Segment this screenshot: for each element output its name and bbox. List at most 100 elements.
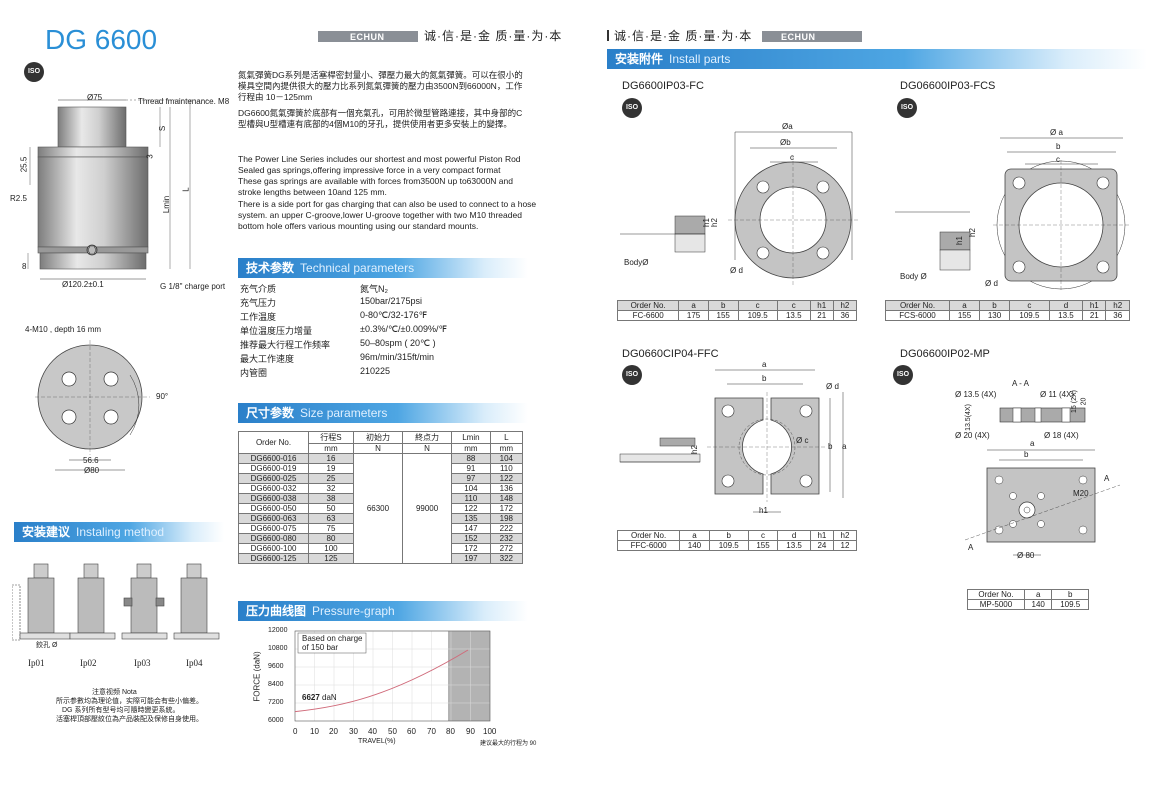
order-no: DG6600-100 xyxy=(238,543,309,554)
fcs-d: Ø d xyxy=(985,279,998,288)
stroke: 19 xyxy=(308,463,354,474)
size-col-lmin: Lmin xyxy=(451,431,491,444)
fc-a: Øa xyxy=(782,122,793,131)
thread-label: Thread fmaintenance. M8 xyxy=(138,97,230,106)
cell: 36 xyxy=(1105,310,1130,321)
install-label: Ip04 xyxy=(186,658,203,668)
tech-key: 充气压力 xyxy=(240,298,277,308)
l: 110 xyxy=(489,463,524,474)
cell: 109.5 xyxy=(708,540,749,551)
col: d xyxy=(777,530,811,541)
xtick: 70 xyxy=(427,727,436,736)
install-diagrams xyxy=(12,563,220,641)
mp-h35: 13.5(4X) xyxy=(964,404,972,431)
fc-d: Ø d xyxy=(730,266,743,275)
mp-m20: M20 xyxy=(1073,489,1089,498)
brand-bar xyxy=(318,31,418,42)
mp-d135: Ø 13.5 (4X) xyxy=(955,390,997,399)
stroke: 50 xyxy=(308,503,354,514)
size-col-l: L xyxy=(489,431,524,444)
lmin: 91 xyxy=(451,463,491,474)
dim-d120: Ø120.2±0.1 xyxy=(62,280,104,289)
order-no: DG6600-050 xyxy=(238,503,309,514)
tech-value: 96m/min/315ft/min xyxy=(360,352,435,362)
lmin: 172 xyxy=(451,543,491,554)
dim-l: L xyxy=(181,187,191,192)
charge-port-label: G 1/8" charge port xyxy=(160,282,226,291)
tech-value: 0-80℃/32-176℉ xyxy=(360,310,428,320)
brand-logo-right: ECHUN xyxy=(781,32,816,42)
tech-key: 单位温度压力增量 xyxy=(240,326,313,336)
cell: 13.5 xyxy=(777,540,811,551)
size-col-end: 終点力 xyxy=(402,431,453,444)
l: 222 xyxy=(489,523,524,534)
tech-value: ±0.3%/℃/±0.009%/℉ xyxy=(360,324,448,334)
order-no: DG6600-025 xyxy=(238,473,309,484)
iso-badge: ISO xyxy=(622,365,642,385)
iso-badge: ISO xyxy=(897,98,917,118)
col: c xyxy=(1009,300,1050,311)
iso-badge: ISO xyxy=(24,62,44,82)
l: 104 xyxy=(489,453,524,464)
install-parts-banner-zh: 安装附件 xyxy=(615,52,664,66)
stroke: 16 xyxy=(308,453,354,464)
ytick: 12000 xyxy=(268,627,288,634)
lmin: 152 xyxy=(451,533,491,544)
install-label: Ip03 xyxy=(134,658,151,668)
ffc-c: Ø c xyxy=(796,436,809,445)
brand-bar-right xyxy=(762,31,862,42)
brand-logo: ECHUN xyxy=(350,32,385,42)
fcs-body: Body Ø xyxy=(900,272,927,281)
col: a xyxy=(679,530,710,541)
slogan: 诚·信·是·金 质·量·为·本 xyxy=(424,29,563,43)
graph-xlabel: TRAVEL(%) xyxy=(358,738,396,745)
stroke: 32 xyxy=(308,483,354,494)
col: h1 xyxy=(809,300,834,311)
dim-56-6: 56.6 xyxy=(83,456,99,465)
desc-en-2: These gas springs are available with for… xyxy=(238,176,513,197)
col: Order No. xyxy=(616,530,681,541)
ffc-h1: h1 xyxy=(759,506,768,515)
fcs-b: b xyxy=(1056,142,1061,151)
tech-banner-en: Technical parameters xyxy=(300,261,415,275)
fcs-title: DG06600IP03-FCS xyxy=(900,80,996,92)
fc-h2: h2 xyxy=(709,218,719,227)
l: 198 xyxy=(489,513,524,524)
tech-key: 最大工作速度 xyxy=(240,354,295,364)
install-parts-banner-en: Install parts xyxy=(669,52,731,66)
col: h2 xyxy=(1105,300,1130,311)
xtick: 0 xyxy=(293,727,298,736)
stroke: 38 xyxy=(308,493,354,504)
mp-cut-right: A xyxy=(1104,474,1110,483)
xtick: 40 xyxy=(368,727,377,736)
mp-section: A - A xyxy=(1012,379,1029,388)
ffc-d: Ø d xyxy=(826,382,839,391)
unit: mm xyxy=(308,443,354,454)
lmin: 122 xyxy=(451,503,491,514)
col: b xyxy=(979,300,1010,311)
cell: 175 xyxy=(678,310,709,321)
hole-label: 鉸孔 Ø xyxy=(36,642,58,649)
order-no: DG6600-019 xyxy=(238,463,309,474)
xtick: 90 xyxy=(466,727,475,736)
cell: 155 xyxy=(747,540,779,551)
cell: 140 xyxy=(1023,599,1053,610)
fcs-h1: h1 xyxy=(954,236,964,245)
ytick: 10800 xyxy=(268,645,288,652)
xtick: 80 xyxy=(446,727,455,736)
ffc-a: a xyxy=(762,360,767,369)
graph-shade-note: 建议最大的行程为 90 xyxy=(480,741,537,747)
order-no: DG6600-016 xyxy=(238,453,309,464)
order-no: DG6600-080 xyxy=(238,533,309,544)
order-no: DG6600-032 xyxy=(238,483,309,494)
col: Order No. xyxy=(616,300,680,311)
start-unit: daN xyxy=(322,693,337,702)
install-banner-zh: 安装建议 xyxy=(22,525,71,539)
dim-s: S xyxy=(158,125,168,132)
order-no: DG6600-038 xyxy=(238,493,309,504)
